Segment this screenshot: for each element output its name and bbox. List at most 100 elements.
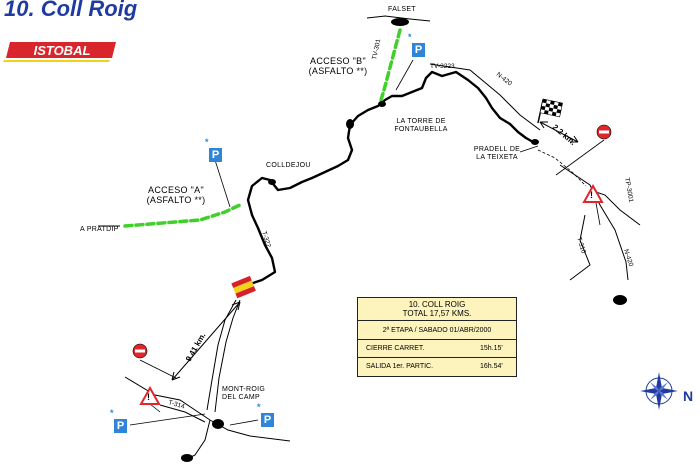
access-a-label: ACCESO "A" (ASFALTO **) <box>140 185 212 205</box>
parking-letter: P <box>263 414 272 426</box>
info-start-label: SALIDA 1er. PARTIC. <box>366 363 434 370</box>
road-t314 <box>159 404 206 423</box>
stage-info-box: 10. COLL ROIG TOTAL 17,57 KMS. 2ª ETAPA … <box>357 297 517 377</box>
town-south <box>181 454 193 462</box>
start-flag-icon <box>231 275 256 299</box>
road-label-tp3001: TP-3001 <box>623 177 634 203</box>
logo-text: ISTOBAL <box>34 43 91 58</box>
info-stage-name: 10. COLL ROIG <box>408 300 466 309</box>
parking-star: * <box>257 402 261 412</box>
place-la-torre-line2: FONTAUBELLA <box>394 126 448 133</box>
road-label-t322: T-322 <box>260 230 272 248</box>
info-row-start: SALIDA 1er. PARTIC. 16h.54' <box>358 357 516 376</box>
road-t310 <box>569 214 591 281</box>
place-falset: FALSET <box>388 6 416 13</box>
info-close-label: CIERRE CARRET. <box>366 345 425 352</box>
distance-arrows <box>171 121 579 381</box>
access-b-line1: ACCESO "B" <box>310 56 366 66</box>
pointer-noentry-right <box>555 139 605 176</box>
parking-icon: *P <box>257 403 274 427</box>
stage-route <box>246 70 534 286</box>
road-label-t314: T-314 <box>167 399 185 410</box>
distance-label-long: 9.41 km. <box>184 331 208 363</box>
road-label-tv301: TV-301 <box>371 38 382 60</box>
place-la-torre: LA TORRE DE FONTAUBELLA <box>384 118 458 134</box>
town-torre-west <box>346 119 354 129</box>
logo-stripe-red <box>6 42 116 58</box>
road-mont-roig-left <box>124 376 211 421</box>
place-colldejou: COLLDEJOU <box>266 162 311 169</box>
no-entry-icon <box>596 124 612 140</box>
parking-letter: P <box>116 420 125 432</box>
town-mont-roig <box>212 419 224 429</box>
pointer-warning-left <box>149 403 161 413</box>
parking-star: * <box>408 32 412 42</box>
pointer-parking-sw <box>129 413 206 426</box>
pradell-dashed-road <box>537 149 587 187</box>
access-a-line1: ACCESO "A" <box>148 185 204 195</box>
warning-triangle-icon <box>582 183 604 203</box>
parking-letter: P <box>414 44 423 56</box>
logo-stripe-yellow <box>3 60 110 62</box>
place-mont-roig: MONT-ROIG DEL CAMP <box>222 386 265 402</box>
road-to-start-2 <box>214 299 241 413</box>
pointer-access-b <box>395 59 414 91</box>
town-falset <box>391 18 409 26</box>
access-road-a <box>123 202 244 228</box>
parking-icon: *P <box>205 138 222 162</box>
distance-arrow-short-head-b <box>570 135 579 143</box>
info-header: 10. COLL ROIG TOTAL 17,57 KMS. <box>358 300 516 318</box>
compass-rose-icon <box>640 372 678 410</box>
road-to-start <box>206 299 237 411</box>
road-label-t310: T-310 <box>575 236 587 254</box>
town-se <box>613 295 627 305</box>
page-title: 10. Coll Roig <box>4 0 138 21</box>
info-total: TOTAL 17,57 KMS. <box>402 309 472 318</box>
pointer-parking-se <box>229 419 259 426</box>
distance-arrow-long <box>171 301 241 381</box>
road-n420-top <box>429 63 541 131</box>
info-start-time: 16h.54' <box>480 363 503 370</box>
place-pradell-line2: LA TEIXETA <box>476 154 518 161</box>
distance-arrow-short <box>539 121 579 143</box>
town-la-torre <box>378 101 386 107</box>
place-la-torre-line1: LA TORRE DE <box>396 118 446 125</box>
info-stage-date: 2ª ETAPA / SABADO 01/ABR/2000 <box>382 327 492 334</box>
pointer-warning-right <box>595 202 601 226</box>
parking-star: * <box>205 137 209 147</box>
istobal-logo: ISTOBAL <box>3 42 116 62</box>
warning-glyph: ! <box>590 190 594 200</box>
pointer-noentry-left <box>139 359 177 379</box>
distance-arrow-short-head-a <box>539 121 548 129</box>
road-label-n420-top: N-420 <box>495 71 514 88</box>
pointer-access-a <box>214 159 231 208</box>
checkered-flag-icon <box>537 98 563 124</box>
parking-star: * <box>110 408 114 418</box>
parking-letter: P <box>211 149 220 161</box>
warning-triangle-icon <box>139 385 161 405</box>
town-colldejou <box>268 179 276 185</box>
no-entry-icon <box>132 343 148 359</box>
distance-arrow-long-head-b <box>231 301 241 311</box>
place-pratdip: A PRATDIP <box>80 226 119 233</box>
road-label-tv3223: TV-3223 <box>430 63 455 70</box>
place-pradell-line1: PRADELL DE <box>473 146 521 153</box>
road-falset-top <box>366 15 431 22</box>
access-b-line2: (ASFALTO **) <box>308 66 368 76</box>
distance-label-short: 2.2 km. <box>551 123 578 147</box>
town-pradell <box>531 139 539 145</box>
pointer-lines <box>129 59 605 426</box>
warning-glyph: ! <box>147 392 151 402</box>
compass-north-letter: N <box>683 388 693 404</box>
info-row-close: CIERRE CARRET. 15h.15' <box>358 339 516 358</box>
road-mont-roig-south <box>184 419 211 461</box>
pointer-pradell <box>519 145 539 153</box>
info-row-stage: 2ª ETAPA / SABADO 01/ABR/2000 <box>358 320 516 340</box>
access-roads <box>123 28 402 228</box>
roads-layer <box>124 15 641 461</box>
town-markers <box>181 18 627 462</box>
place-mont-roig-line1: MONT-ROIG <box>222 386 266 393</box>
place-mont-roig-line2: DEL CAMP <box>222 394 260 401</box>
